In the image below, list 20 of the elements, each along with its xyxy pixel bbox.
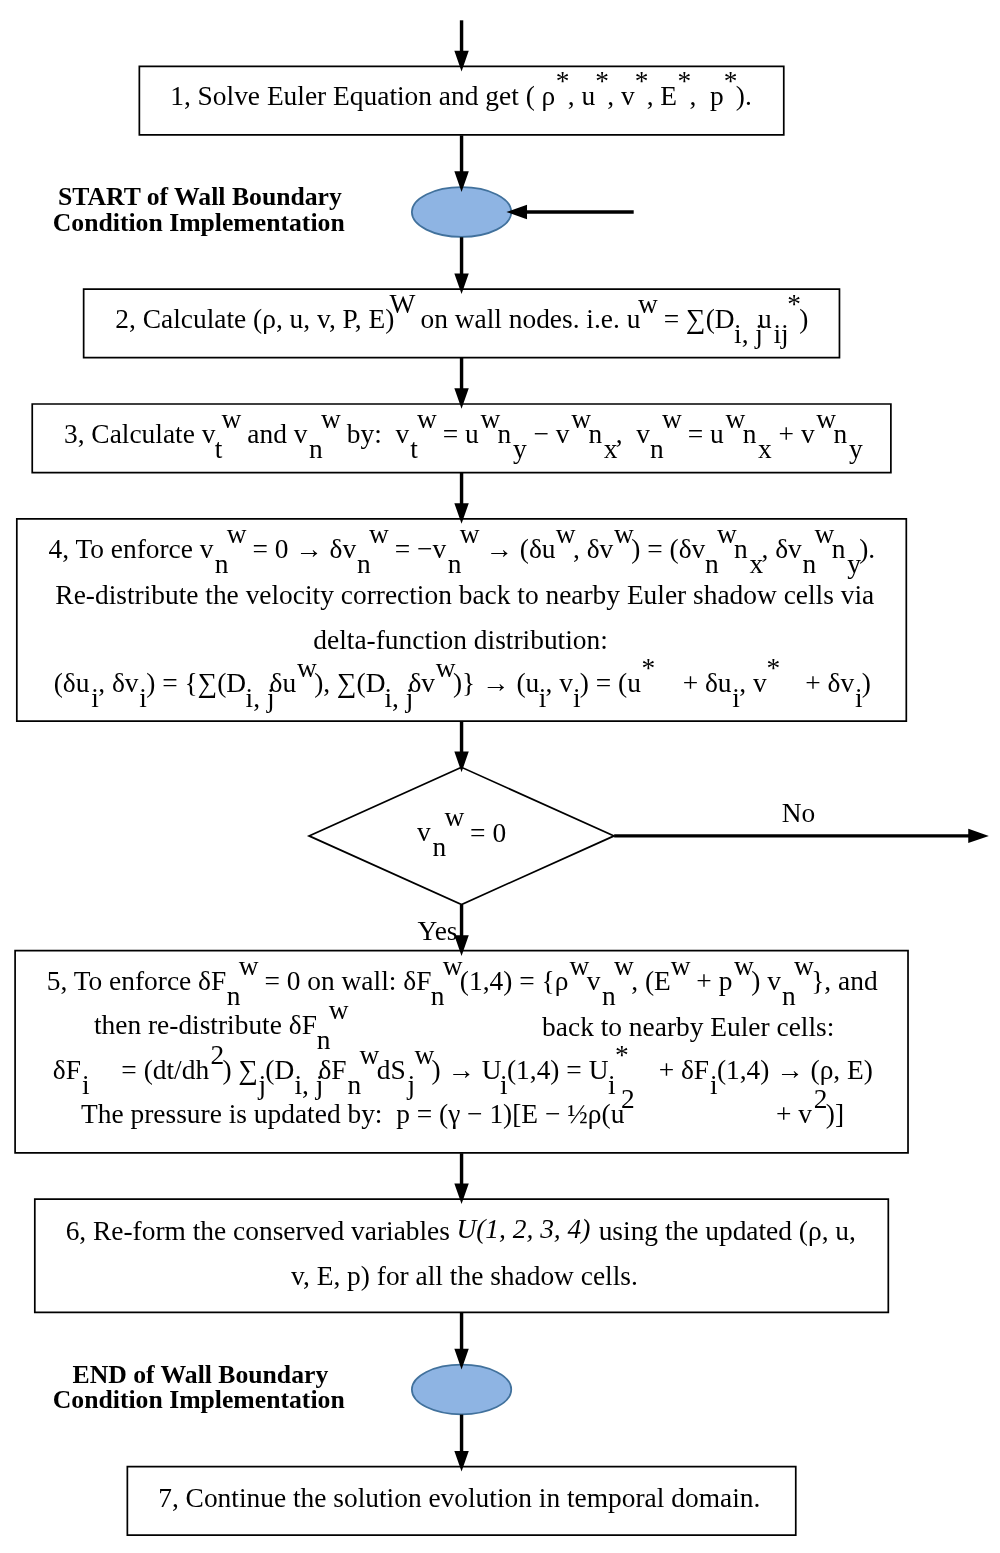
arrow <box>454 236 469 294</box>
arrow <box>454 134 469 192</box>
arrow <box>454 19 469 71</box>
node-ellipse <box>411 185 513 238</box>
node-ellipse <box>411 1363 513 1415</box>
arrow <box>506 204 634 219</box>
arrow <box>454 720 469 772</box>
node-box: 7, Continue the solution evolution in temporal domain. <box>126 1465 797 1536</box>
arrow <box>454 1414 469 1472</box>
arrow <box>454 1152 469 1204</box>
arrow <box>454 357 469 409</box>
arrow <box>454 904 469 956</box>
edge-label: Yes <box>417 915 458 946</box>
node-label: END of Wall Boundary Condition Implementation <box>52 1359 345 1414</box>
node-box: 6, Re-form the conserved variables U(1, 2, 3, 4) using the updated (ρ, u, v, E, p) for all the shadow cells. <box>33 1197 890 1313</box>
edge-label: No <box>781 797 816 828</box>
arrow <box>454 1312 469 1369</box>
node-label: START of Wall Boundary Condition Implementation <box>52 181 345 237</box>
arrow <box>614 828 989 843</box>
arrow <box>454 472 469 524</box>
